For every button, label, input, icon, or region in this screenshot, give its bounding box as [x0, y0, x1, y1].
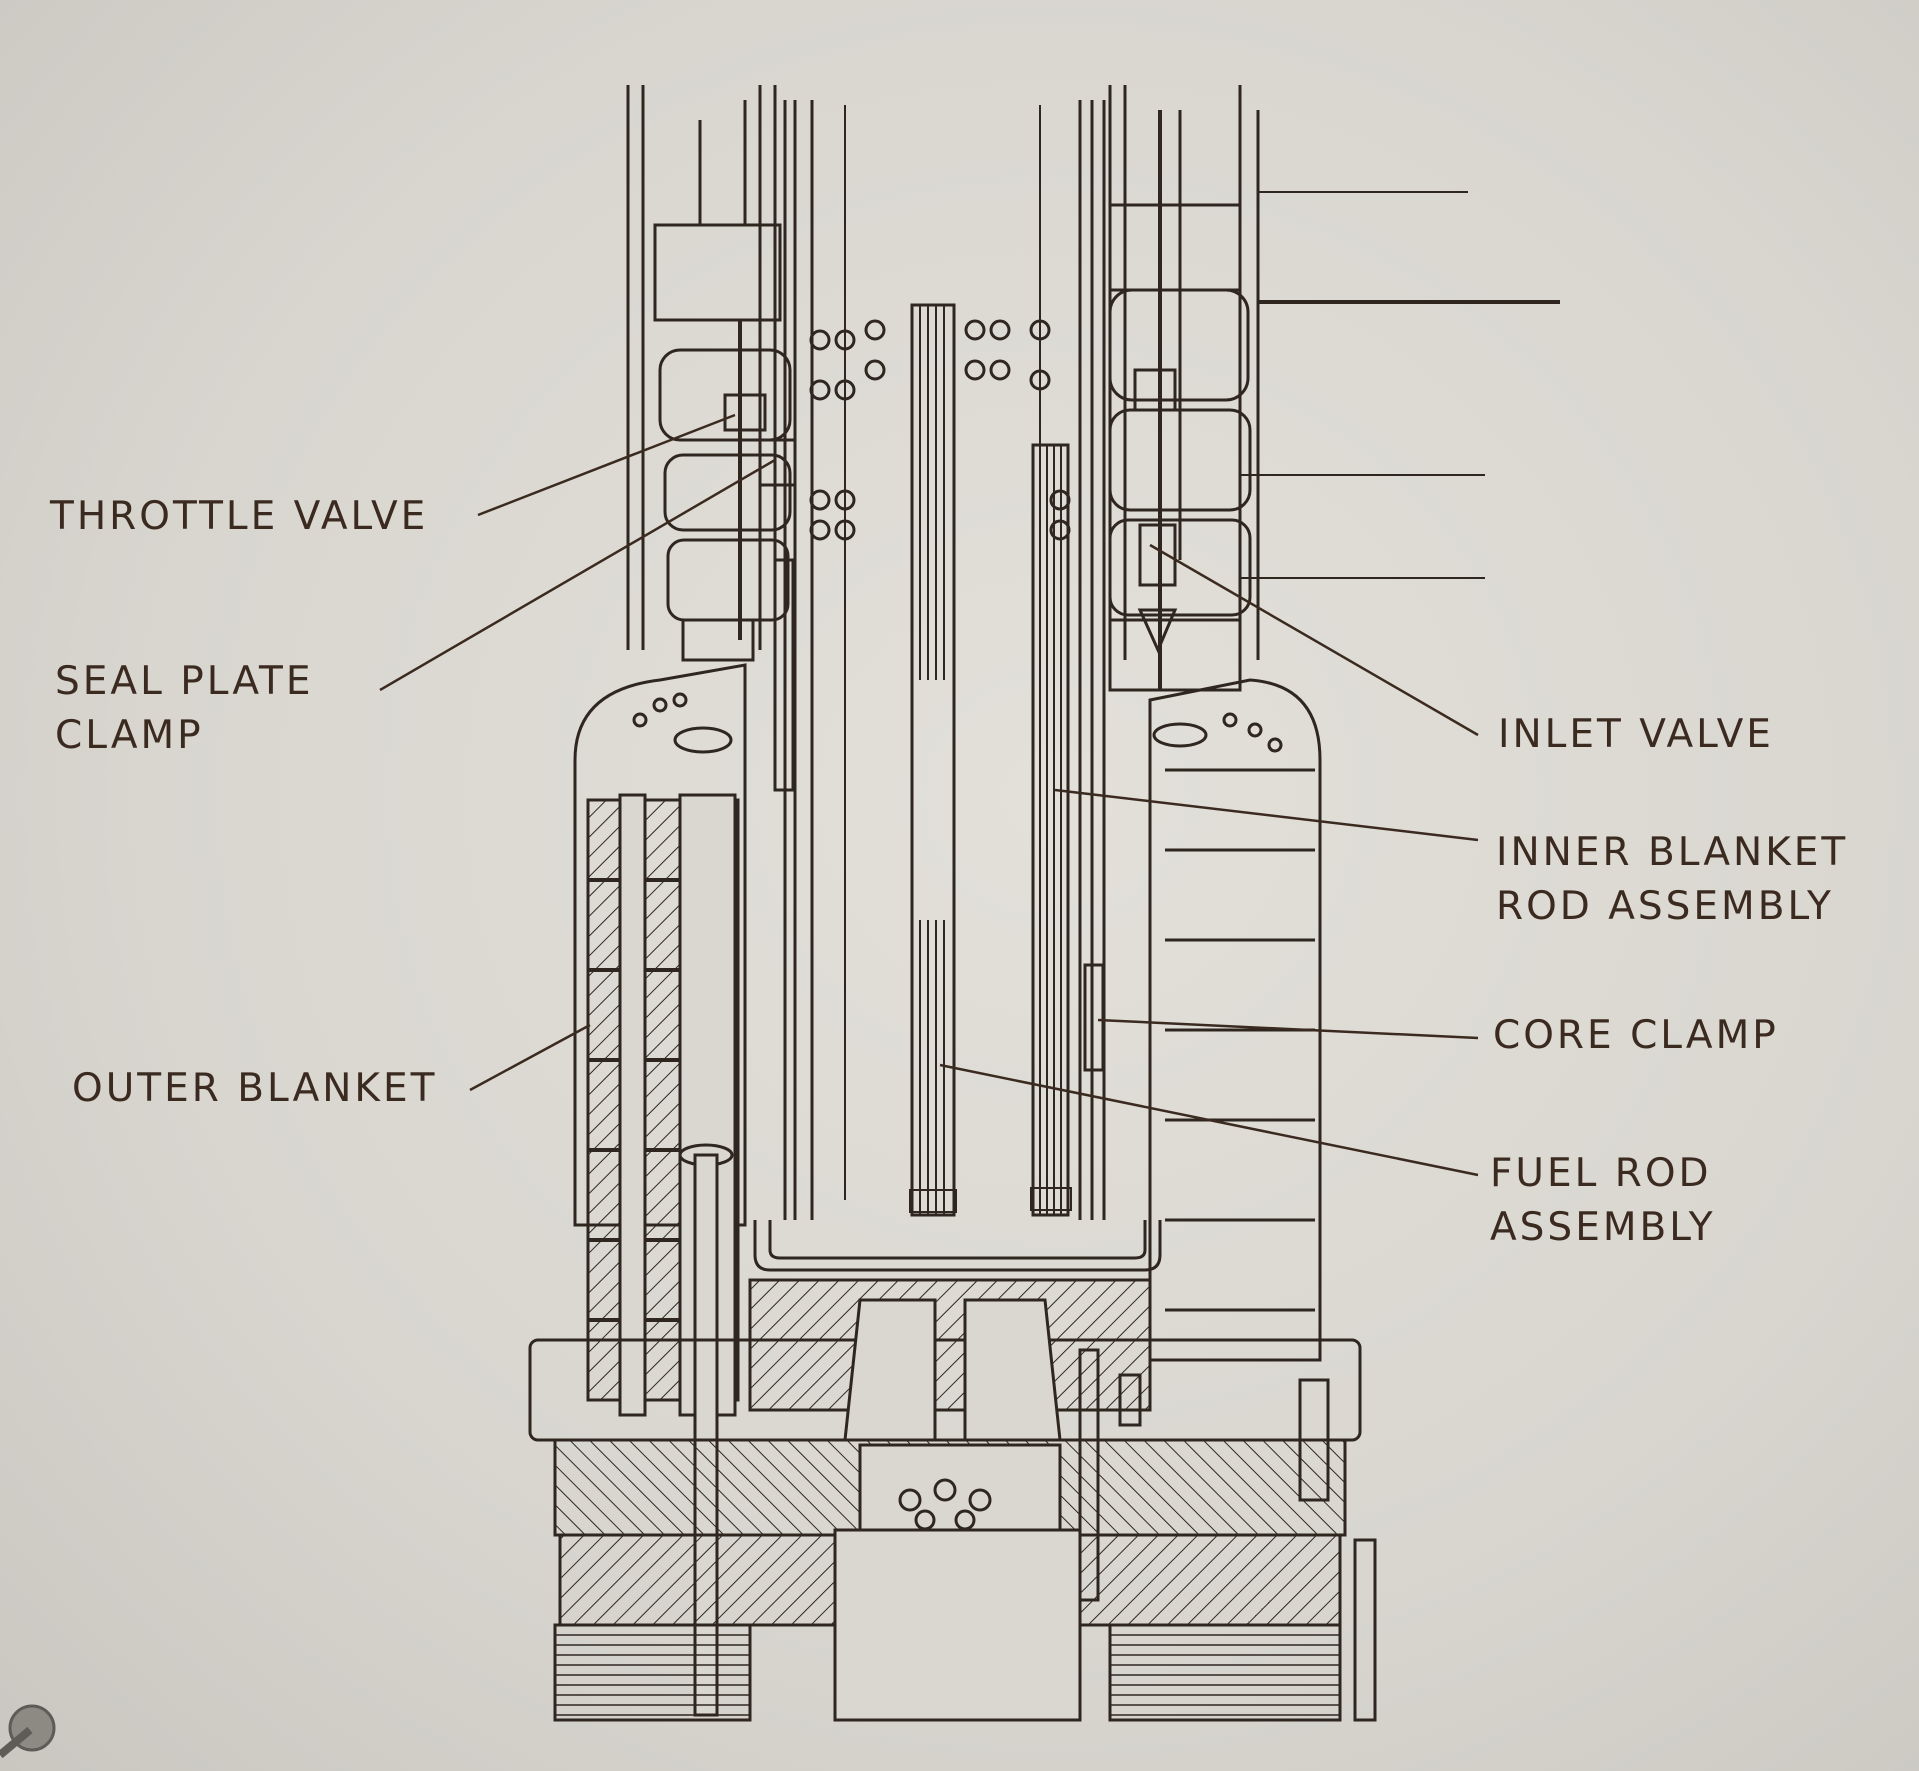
right-valve-stack — [1108, 110, 1252, 692]
label-throttle-valve: THROTTLE VALVE — [50, 494, 429, 539]
leader-seal-plate-clamp — [379, 458, 776, 692]
label-outer-blanket: OUTER BLANKET — [72, 1066, 438, 1111]
fuel-rod-bundle — [909, 303, 957, 1217]
mounting-bolt-icon — [0, 1704, 56, 1759]
leader-inlet-valve — [1149, 543, 1479, 737]
outer-blanket-block — [573, 663, 747, 1717]
upper-housing — [626, 85, 1560, 660]
leader-fuel-rod — [939, 1063, 1479, 1177]
lower-support-structure — [528, 1278, 1377, 1722]
outer-blanket-right — [1148, 678, 1322, 1362]
leader-throttle-valve — [477, 413, 736, 517]
label-fuel-rod-assembly: FUEL ROD ASSEMBLY — [1490, 1151, 1716, 1250]
label-inner-blanket-rod-assembly: INNER BLANKET ROD ASSEMBLY — [1496, 830, 1849, 929]
label-core-clamp: CORE CLAMP — [1493, 1013, 1779, 1058]
leader-core-clamp — [1097, 1018, 1479, 1040]
leader-lines — [379, 413, 1479, 1177]
core-barrel — [753, 100, 1162, 1272]
label-inlet-valve: INLET VALVE — [1498, 712, 1774, 757]
label-seal-plate-clamp: SEAL PLATE CLAMP — [55, 659, 314, 758]
leader-outer-blanket — [469, 1023, 591, 1092]
leader-inner-blanket — [1054, 788, 1479, 842]
